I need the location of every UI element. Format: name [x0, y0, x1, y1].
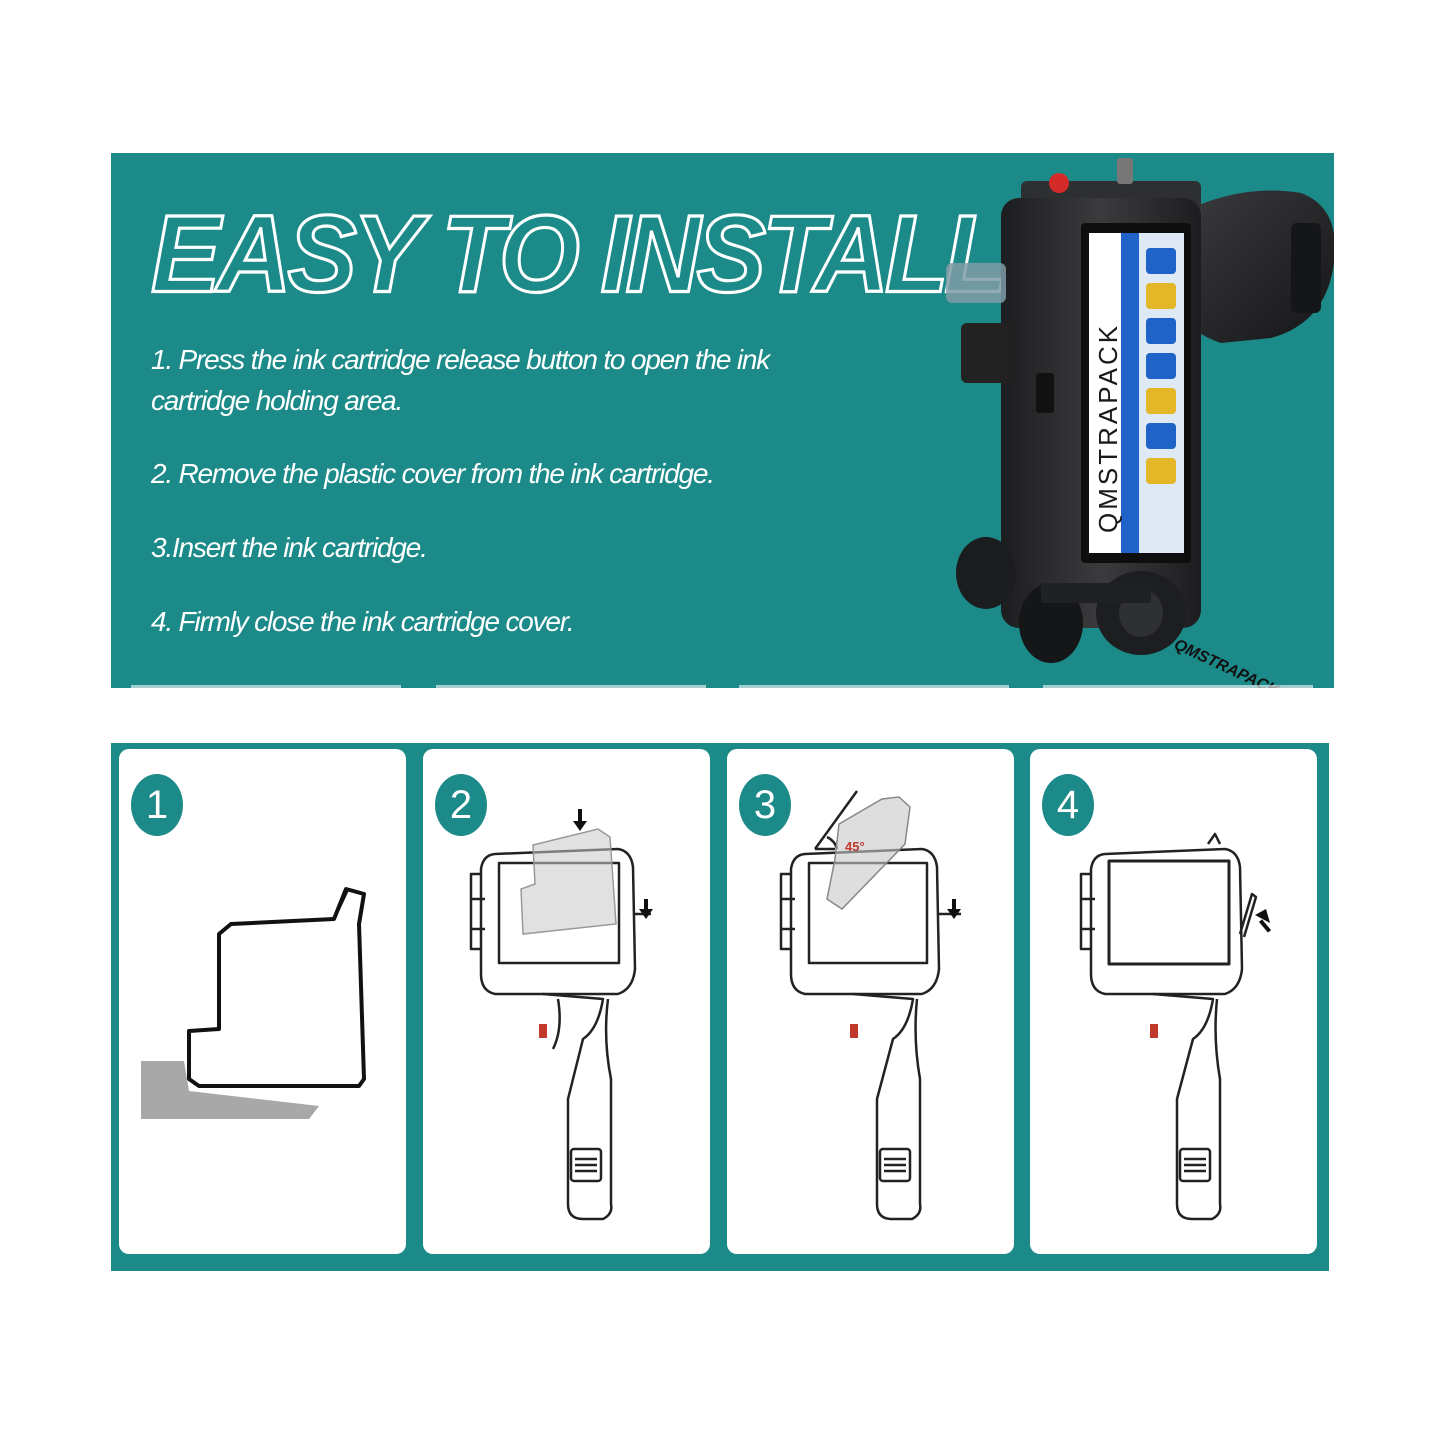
- install-steps: 1. Press the ink cartridge release butto…: [151, 339, 771, 642]
- screen-menu-icons: [1146, 248, 1176, 484]
- watermark-text: QMSTRAPACK: [1171, 636, 1282, 688]
- banner-divider: [131, 685, 1313, 688]
- printer-close-cover-illustration: [1079, 832, 1272, 1221]
- angle-label: 45°: [845, 839, 865, 854]
- screen-brand-text: QMSTRAPACK: [1093, 323, 1123, 533]
- install-steps-panel: 1 2: [111, 743, 1329, 1271]
- install-step-1: 1. Press the ink cartridge release butto…: [151, 344, 770, 416]
- arrow-down-icon: [573, 809, 587, 831]
- step-number-badge-4: 4: [1042, 774, 1094, 836]
- ink-cartridge-illustration: [141, 887, 366, 1119]
- arrow-up-left-icon: [1255, 909, 1272, 933]
- printer-insert-cartridge-illustration: 45°: [779, 790, 961, 1221]
- arrow-down-icon: [639, 899, 653, 919]
- step-number-badge-1: 1: [131, 774, 183, 836]
- step-card-1: 1: [119, 749, 406, 1254]
- install-step-4: 4. Firmly close the ink cartridge cover.: [151, 606, 575, 637]
- step-number-badge-3: 3: [739, 774, 791, 836]
- banner-title: EASY TO INSTALL: [150, 192, 1010, 317]
- step-card-3: 45° 3: [727, 749, 1014, 1254]
- step-number-badge-2: 2: [435, 774, 487, 836]
- install-step-2: 2. Remove the plastic cover from the ink…: [151, 458, 715, 489]
- handheld-printer-image: QMSTRAPACK QMSTRAPACK: [946, 158, 1334, 688]
- power-button-icon: [1049, 173, 1069, 193]
- printer-remove-cover-illustration: [469, 809, 653, 1221]
- install-step-3: 3.Insert the ink cartridge.: [151, 532, 428, 563]
- arrow-down-icon: [947, 899, 961, 919]
- step-card-4: 4: [1030, 749, 1317, 1254]
- step-card-2: 2: [423, 749, 710, 1254]
- install-banner: EASY TO INSTALL 1. Press the ink cartrid…: [111, 153, 1334, 688]
